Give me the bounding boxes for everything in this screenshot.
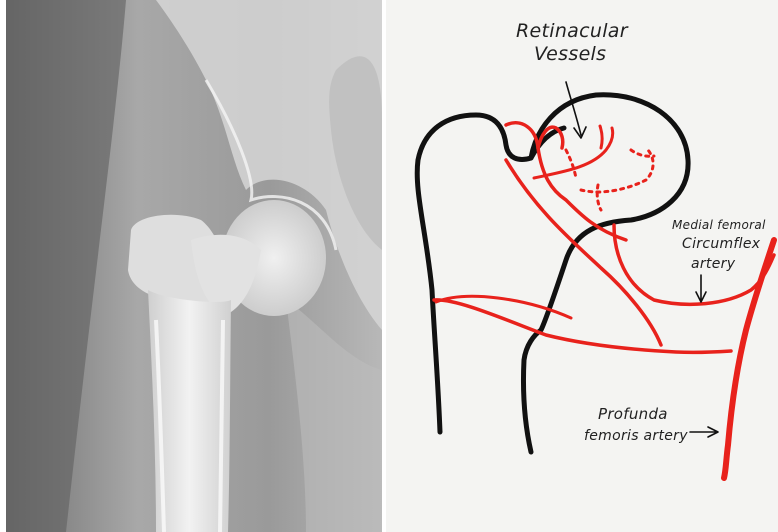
label-medial-line-1: Medial femoral: [672, 218, 766, 232]
label-medial-line-3: artery: [691, 256, 735, 272]
label-retinacular-line-2: Vessels: [534, 43, 606, 65]
radiograph-image: [6, 0, 382, 532]
label-retinacular-line-1: Retinacular: [516, 20, 628, 42]
label-medial-line-2: Circumflex: [682, 236, 760, 252]
label-profunda-line-1: Profunda: [598, 405, 668, 423]
vascular-diagram: Retinacular Vessels Medial femoral Circu…: [386, 0, 778, 532]
label-profunda-line-2: femoris artery: [584, 428, 688, 444]
hip-radiograph: [6, 0, 382, 532]
